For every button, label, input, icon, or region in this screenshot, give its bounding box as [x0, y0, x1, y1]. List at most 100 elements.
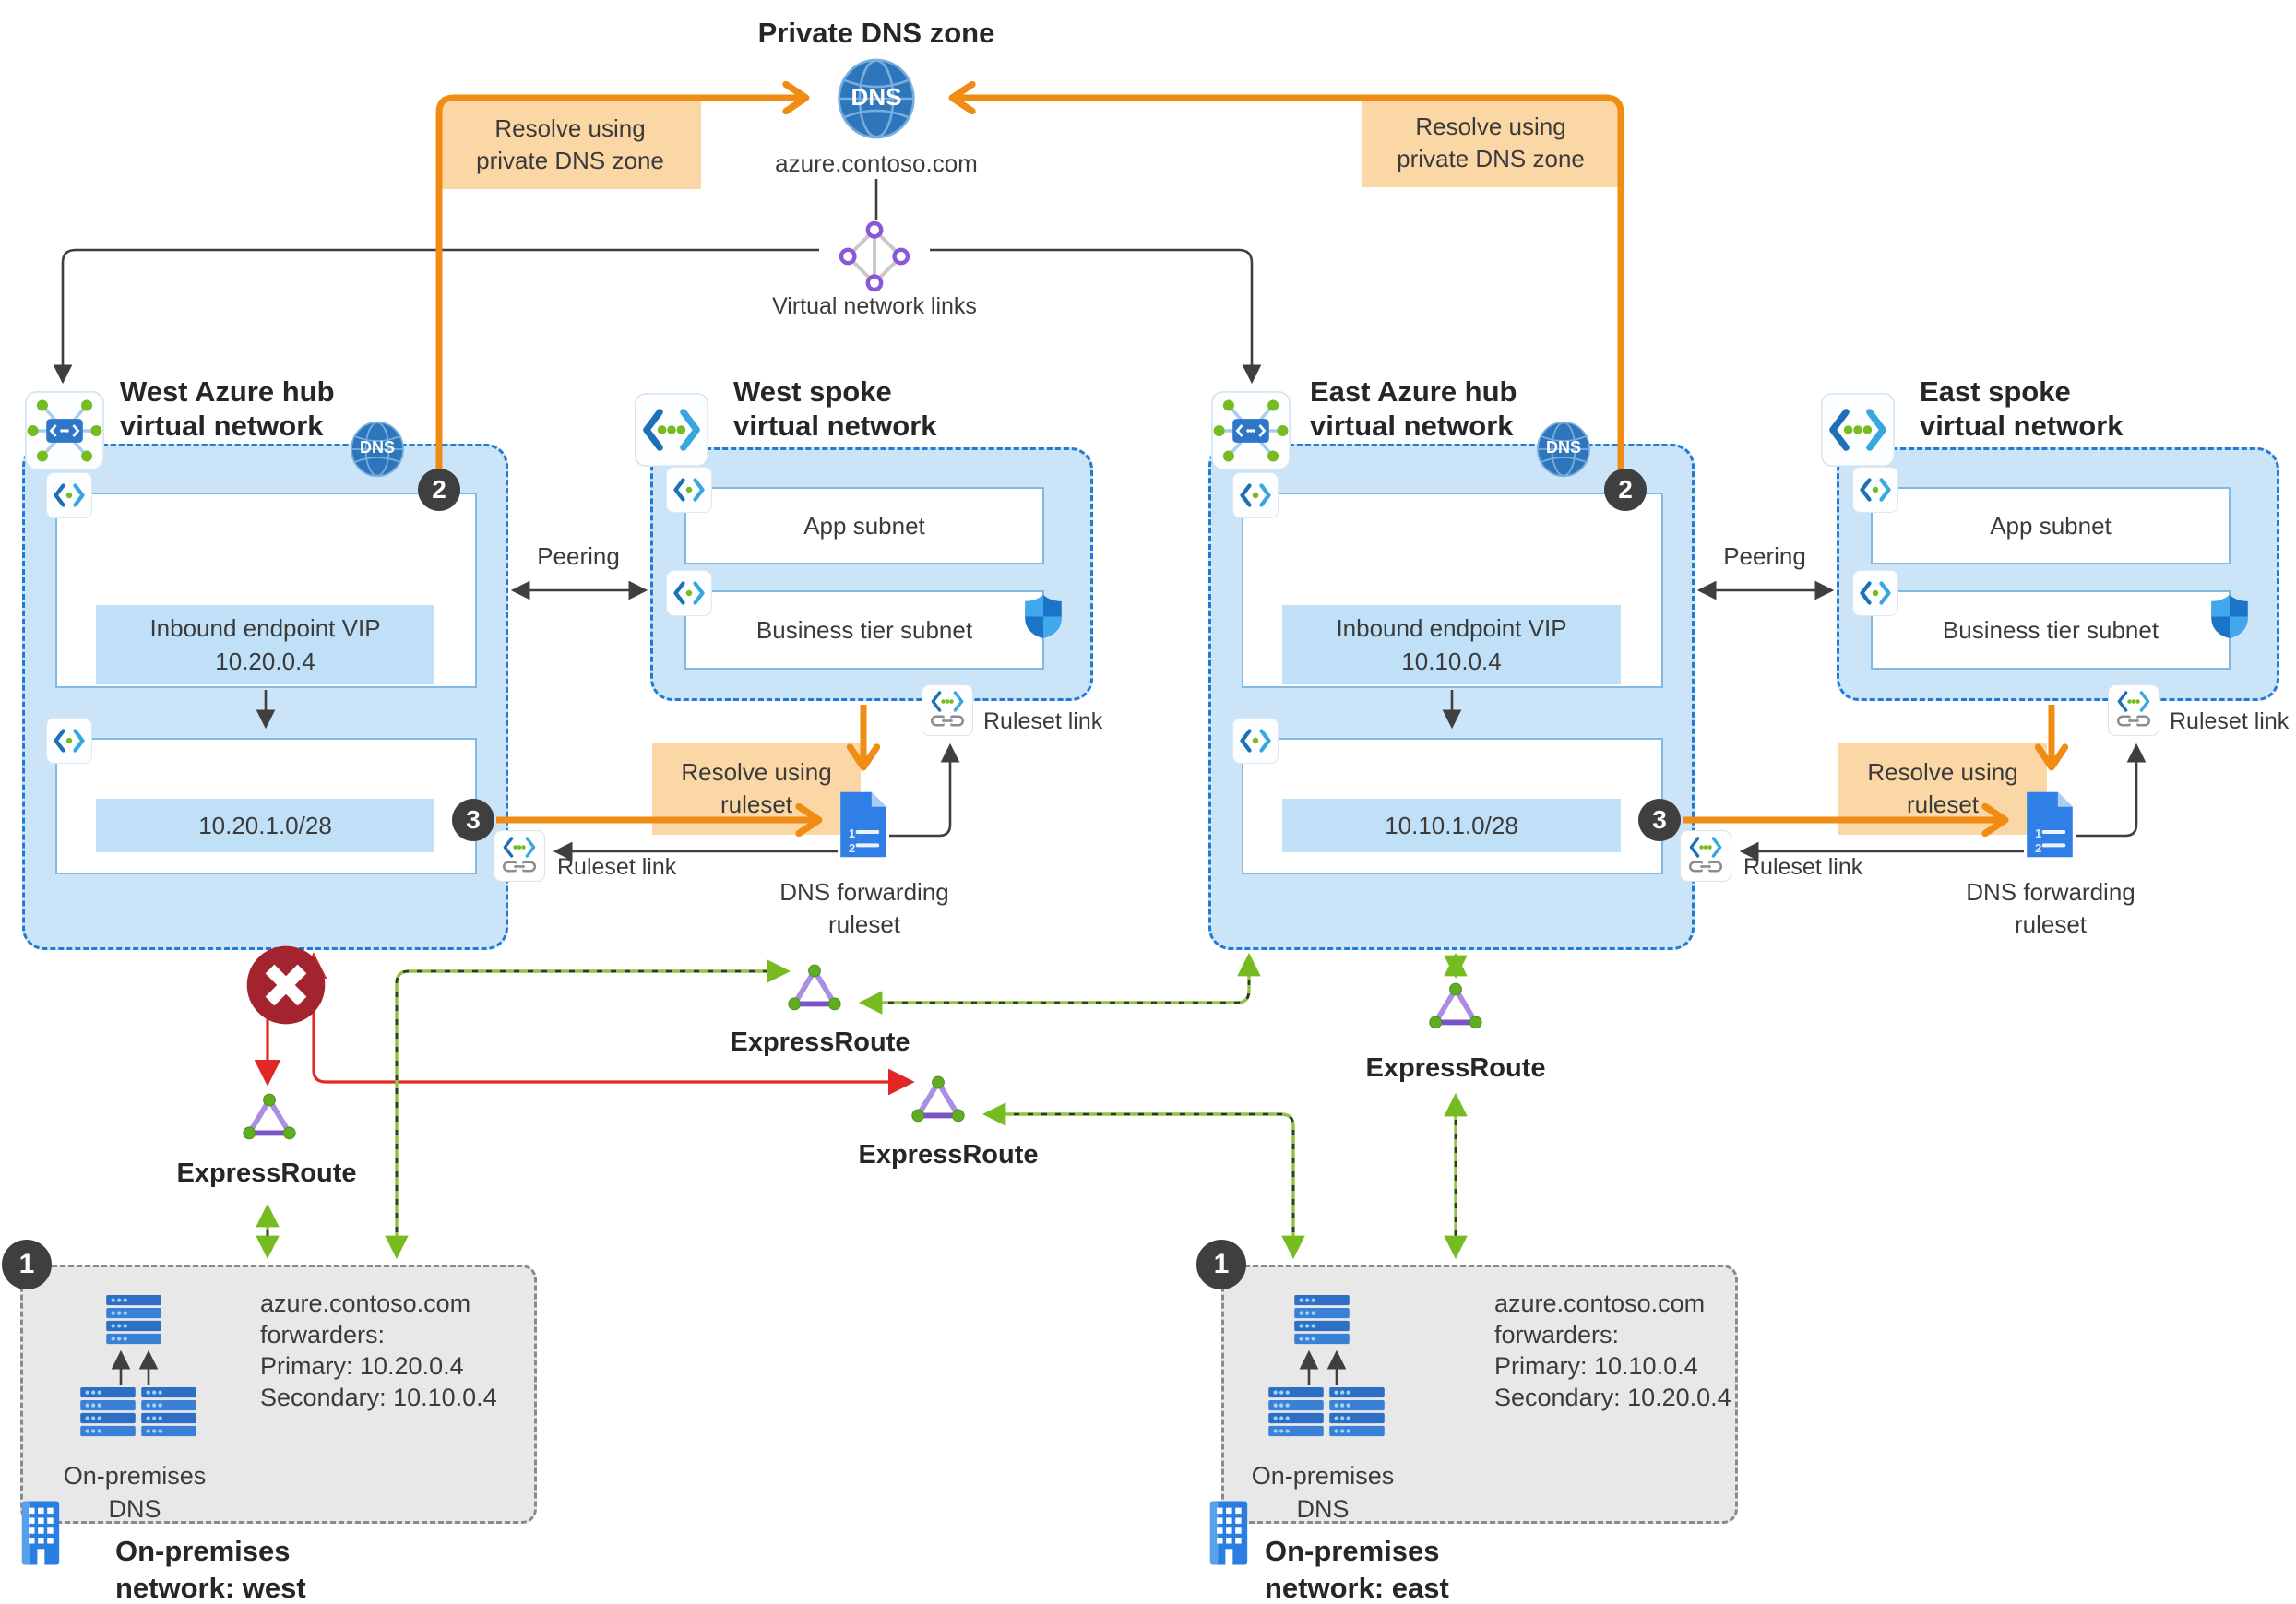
- step-badge-2-east: 2: [1604, 469, 1647, 511]
- west-outbound-subnet-icon: [46, 718, 92, 764]
- west-doc-to-spokelink-arrow: [889, 743, 960, 838]
- onprem-dns-line2: DNS: [1296, 1495, 1350, 1523]
- east-app-subnet-label: App subnet: [1990, 511, 2112, 540]
- dns-globe-label: DNS: [851, 83, 902, 111]
- onprem-name-line2: network: east: [1265, 1572, 1449, 1604]
- onprem-east-name: On-premises network: east: [1265, 1533, 1578, 1604]
- green-onpremwest-to-er1: [385, 959, 791, 1260]
- east-biz-subnet-icon: [1852, 570, 1898, 616]
- east-app-subnet-icon: [1852, 467, 1898, 513]
- west-hub-title: West Azure hub virtual network: [120, 374, 424, 443]
- step-badge-3-east: 3: [1638, 799, 1681, 841]
- forwarder-line: Primary: 10.10.0.4: [1494, 1352, 1698, 1380]
- peering-label-west: Peering: [537, 542, 620, 570]
- east-hub-vnet-icon: [1211, 391, 1291, 470]
- west-hub-title-line1: West Azure hub: [120, 375, 335, 408]
- dns-forwarding-label-west: DNS forwarding ruleset: [749, 876, 980, 941]
- forwarder-line: azure.contoso.com: [1494, 1289, 1706, 1317]
- west-inbound-vip-box: Inbound endpoint VIP 10.20.0.4: [96, 605, 434, 684]
- east-doc-to-spokelink-arrow: [2076, 743, 2147, 838]
- west-hub-vnet-icon: [25, 391, 104, 470]
- dns-forwarding-line2: ruleset: [827, 910, 901, 938]
- west-vip-label: Inbound endpoint VIP: [149, 614, 381, 642]
- ruleset-link-label-west-hub: Ruleset link: [557, 854, 677, 880]
- expressroute-label-central-1: ExpressRoute: [730, 1028, 910, 1057]
- dns-forwarding-line2: ruleset: [2014, 910, 2088, 938]
- blocked-x-icon: [244, 943, 328, 1028]
- west-spoke-ruleset-link-icon: [921, 684, 974, 736]
- dns-forwarding-label-east: DNS forwarding ruleset: [1935, 876, 2166, 941]
- west-hub-ruleset-link-icon: [493, 830, 546, 882]
- east-app-subnet-box: App subnet: [1871, 487, 2231, 564]
- onprem-name-line1: On-premises: [115, 1535, 291, 1567]
- expressroute-label-central-2: ExpressRoute: [858, 1140, 1039, 1170]
- east-doc-line-1: 1: [2035, 826, 2042, 840]
- virtual-network-links-icon: [838, 220, 911, 293]
- onprem-east-forwarders: azure.contoso.com forwarders: Primary: 1…: [1494, 1288, 1771, 1413]
- callout-line: private DNS zone: [476, 146, 664, 174]
- west-inbound-subnet-icon: [46, 472, 92, 518]
- east-spoke-title: East spoke virtual network: [1920, 374, 2224, 443]
- callout-line: Resolve using: [681, 758, 832, 786]
- diagram-title: Private DNS zone: [757, 17, 995, 49]
- ruleset-link-label-east-hub: Ruleset link: [1743, 854, 1863, 880]
- green-links: [256, 952, 1468, 1260]
- forwarder-line: azure.contoso.com: [260, 1289, 471, 1317]
- onprem-west-dns-label: On-premises DNS: [42, 1459, 227, 1526]
- callout-line: Resolve using: [1867, 758, 2018, 786]
- onprem-west-forwarders: azure.contoso.com forwarders: Primary: 1…: [260, 1288, 537, 1413]
- onprem-dns-line1: On-premises: [1251, 1462, 1395, 1490]
- east-hub-title-line1: East Azure hub: [1310, 375, 1517, 408]
- west-outbound-cidr-box: 10.20.1.0/28: [96, 799, 434, 852]
- east-nsg-shield-icon: [2208, 592, 2251, 640]
- callout-line: ruleset: [1906, 790, 1980, 818]
- east-biz-subnet-label: Business tier subnet: [1942, 615, 2159, 644]
- onprem-west-server-icon-1: [79, 1387, 137, 1437]
- onprem-name-line1: On-premises: [1265, 1535, 1440, 1567]
- west-doc-line-1: 1: [849, 826, 856, 840]
- east-outbound-cidr: 10.10.1.0/28: [1385, 812, 1518, 839]
- east-spoke-vnet-icon: [1821, 393, 1895, 467]
- onprem-dns-line1: On-premises: [63, 1462, 207, 1490]
- onprem-name-line2: network: west: [115, 1572, 306, 1604]
- west-dns-forwarding-ruleset-icon: [838, 788, 889, 861]
- green-onpremeast-to-er2: [981, 1102, 1305, 1260]
- callout-line: Resolve using: [1415, 112, 1566, 140]
- ruleset-link-label-west-spoke: Ruleset link: [983, 708, 1103, 734]
- onprem-east-box: [1221, 1265, 1738, 1524]
- step-badge-3-west: 3: [452, 799, 494, 841]
- expressroute-icon-east: [1426, 981, 1485, 1035]
- resolve-ruleset-callout-west: Resolve using ruleset: [652, 743, 861, 835]
- east-spoke-ruleset-link-icon: [2107, 684, 2160, 736]
- expressroute-icon-central-2: [909, 1075, 968, 1128]
- dns-zone-name: azure.contoso.com: [775, 149, 978, 177]
- west-app-subnet-box: App subnet: [684, 487, 1044, 564]
- resolve-ruleset-callout-east: Resolve using ruleset: [1838, 743, 2047, 835]
- forwarder-line: forwarders:: [260, 1321, 386, 1349]
- onprem-dns-line2: DNS: [108, 1495, 161, 1523]
- west-outbound-cidr: 10.20.1.0/28: [198, 812, 332, 839]
- onprem-east-server-icon-2: [1328, 1387, 1386, 1437]
- onprem-west-server-icon-2: [140, 1387, 197, 1437]
- east-outbound-subnet-icon: [1232, 718, 1279, 764]
- resolve-private-dns-callout-east: Resolve using private DNS zone: [1362, 98, 1619, 187]
- onprem-east-dns-server-icon: [1293, 1295, 1350, 1345]
- east-vip-ip: 10.10.0.4: [1401, 648, 1502, 675]
- vnet-link-line-west: [53, 248, 819, 385]
- step-badge-1-east: 1: [1196, 1240, 1246, 1289]
- ruleset-link-label-east-spoke: Ruleset link: [2170, 708, 2290, 734]
- west-biz-subnet-box: Business tier subnet: [684, 590, 1044, 670]
- step-badge-1-west: 1: [2, 1240, 52, 1289]
- east-biz-subnet-box: Business tier subnet: [1871, 590, 2231, 670]
- west-app-subnet-label: App subnet: [803, 511, 925, 540]
- expressroute-label-west: ExpressRoute: [176, 1158, 357, 1188]
- peering-label-east: Peering: [1723, 542, 1806, 570]
- east-inbound-subnet-icon: [1232, 472, 1279, 518]
- forwarder-line: Secondary: 10.20.0.4: [1494, 1384, 1731, 1411]
- callout-line: Resolve using: [494, 113, 646, 142]
- west-nsg-shield-icon: [1022, 592, 1065, 640]
- east-hub-dns-badge-label: DNS: [1545, 438, 1581, 457]
- onprem-west-name: On-premises network: west: [115, 1533, 429, 1604]
- onprem-west-dns-server-icon: [105, 1295, 162, 1345]
